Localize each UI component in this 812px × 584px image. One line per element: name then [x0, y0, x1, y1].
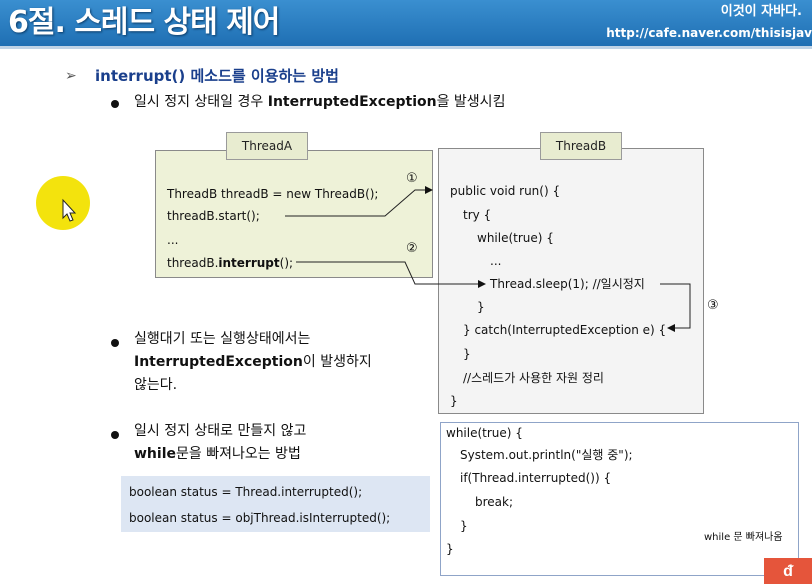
bullet-3-line-2: while문을 빠져나오는 방법 [134, 446, 301, 462]
bullet-2-line-1: 실행대기 또는 실행상태에서는 [134, 331, 311, 347]
threadb-sleep-line: Thread.sleep(1); //일시정지 [490, 277, 645, 291]
header-url[interactable]: http://cafe.naver.com/thisisjav [606, 26, 812, 40]
threadb-comment-line: //스레드가 사용한 자원 정리 [463, 371, 604, 385]
bullet-3-line-1: 일시 정지 상태로 만들지 않고 [134, 423, 307, 439]
threadb-line-8: } [463, 347, 471, 361]
channel-logo-icon: ᵭ [764, 558, 812, 584]
bullet-2-post: 이 발생하지 [302, 354, 372, 370]
marker-3: ③ [707, 298, 719, 313]
header-divider [0, 46, 812, 49]
threada-line-2: threadB.start(); [167, 209, 260, 223]
while-line-1: while(true) { [446, 426, 523, 440]
threada-line-1: ThreadB threadB = new ThreadB(); [167, 187, 379, 201]
threadb-line-6: } [477, 300, 485, 314]
marker-1: ① [406, 171, 418, 186]
bullet-3-bold: while [134, 446, 176, 462]
bullet-dot-icon [111, 339, 119, 347]
threadb-tab: ThreadB [540, 132, 622, 160]
threada-line-3: ... [167, 233, 179, 247]
while-line-3: if(Thread.interrupted()) { [460, 471, 612, 485]
bullet-dot-icon [111, 100, 119, 108]
threadb-line-1: public void run() { [450, 184, 561, 198]
bullet-2-line-3: 않는다. [134, 377, 178, 393]
while-line-5: } [460, 519, 468, 533]
threada-label: ThreadA [241, 139, 293, 153]
interrupt-post: (); [279, 256, 294, 270]
threadb-catch-line: } catch(InterruptedException e) { [463, 323, 667, 337]
status-code-box [121, 476, 430, 532]
while-exit-label: while 문 빠져나옴 [704, 532, 783, 543]
slide-title: 6절. 스레드 상태 제어 [8, 5, 280, 40]
arrow-sleep-to-catch [660, 283, 691, 332]
while-line-6: } [446, 542, 454, 556]
heading-arrow-icon: ➢ [65, 68, 77, 84]
section-heading: interrupt() 메소드를 이용하는 방법 [95, 67, 339, 85]
while-break-line: break; [475, 495, 514, 509]
interrupt-bold: interrupt [218, 256, 280, 270]
threada-tab: ThreadA [226, 132, 308, 160]
bullet-2-bold: InterruptedException [134, 354, 303, 370]
bullet-2-line-2: InterruptedException이 발생하지 [134, 354, 372, 370]
while-code-box [440, 422, 799, 576]
bullet-1-post: 을 발생시킴 [436, 94, 506, 110]
interrupt-pre: threadB. [167, 256, 219, 270]
status-code-line-1: boolean status = Thread.interrupted(); [129, 485, 363, 499]
threadb-line-4: ... [490, 254, 502, 268]
marker-2: ② [406, 241, 418, 256]
while-line-2: System.out.println("실행 중"); [460, 448, 633, 462]
header-tagline: 이것이 자바다. [720, 4, 802, 19]
title-bar [0, 0, 812, 46]
arrow-interrupt-to-sleep [296, 261, 486, 288]
bullet-1-pre: 일시 정지 상태일 경우 [134, 94, 268, 110]
bullet-3-post: 문을 빠져나오는 방법 [176, 446, 301, 462]
bullet-1-bold: InterruptedException [267, 94, 437, 110]
threadb-line-3: while(true) { [477, 231, 554, 245]
threada-interrupt-line: threadB.interrupt(); [167, 255, 293, 271]
status-code-line-2: boolean status = objThread.isInterrupted… [129, 511, 391, 525]
arrow-start-to-run [285, 186, 433, 217]
threadb-label: ThreadB [555, 139, 607, 153]
bullet-dot-icon [111, 431, 119, 439]
threadb-line-2: try { [463, 208, 492, 222]
threadb-line-10: } [450, 394, 458, 408]
bullet-1-text: 일시 정지 상태일 경우 InterruptedException을 발생시킴 [134, 94, 505, 110]
